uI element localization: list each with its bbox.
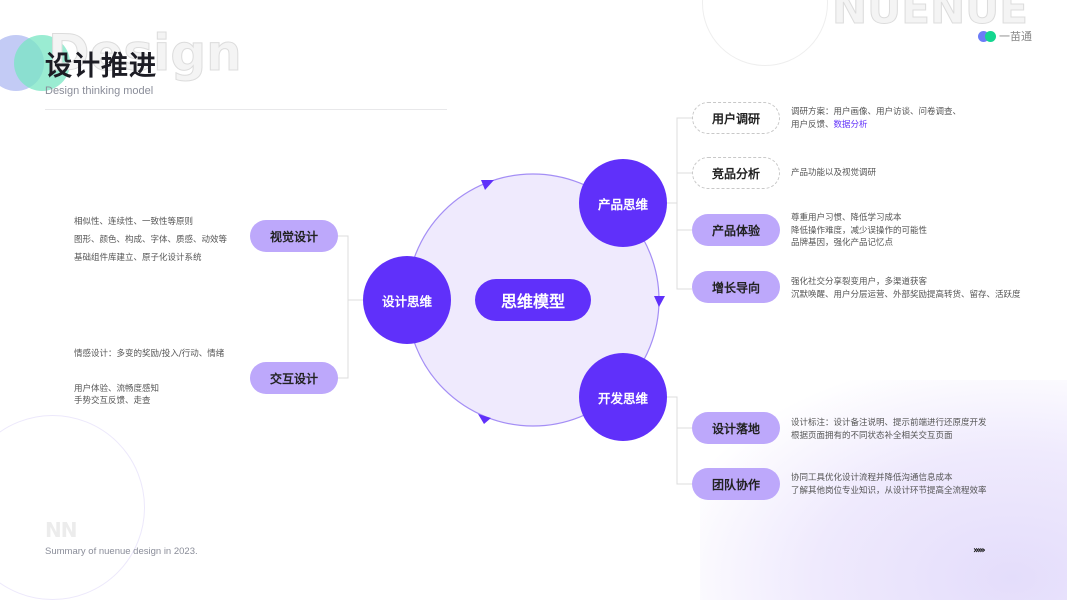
- desc-line: 调研方案：用户画像、用户访谈、问卷调查、: [791, 107, 962, 117]
- team-collab-desc: 协同工具优化设计流程并降低沟通信息成本 了解其他岗位专业知识，从设计环节提高全流…: [791, 472, 987, 497]
- logo-dot-icon: [978, 30, 989, 42]
- logo-text: 一苗通: [999, 30, 1032, 43]
- hub-product-circle: [579, 159, 667, 247]
- desc-line: 用户体验、流畅度感知: [74, 383, 160, 394]
- desc-line: 相似性、连续性、一致性等原则: [74, 217, 194, 227]
- footer-mark: NN: [45, 518, 78, 542]
- node-user-research[interactable]: 用户调研: [692, 102, 780, 134]
- desc-line: 图形、颜色、构成、字体、质感、动效等: [74, 235, 228, 245]
- node-design-delivery[interactable]: 设计落地: [692, 412, 780, 444]
- desc-line: 了解其他岗位专业知识，从设计环节提高全流程效率: [791, 485, 987, 496]
- hub-product-label: 产品思维: [597, 196, 648, 212]
- desc-line: 协同工具优化设计流程并降低沟通信息成本: [791, 473, 953, 483]
- node-competitor-analysis[interactable]: 竞品分析: [692, 157, 780, 189]
- next-arrows-icon[interactable]: ›››››: [973, 545, 986, 556]
- design-delivery-desc: 设计标注：设计备注说明、提示前端进行还原度开发 根据页面拥有的不同状态补全相关交…: [791, 417, 987, 442]
- brand-watermark: NUENUE: [832, 0, 1029, 34]
- desc-line: 沉默唤醒、用户分层运营、外部奖励提高转货、留存、活跃度: [791, 289, 1021, 300]
- desc-line: 根据页面拥有的不同状态补全相关交互页面: [791, 430, 953, 441]
- footer-text: Summary of nuenue design in 2023.: [45, 546, 198, 557]
- interaction-design-desc: 情感设计：多变的奖励/投入/行动、情绪 用户体验、流畅度感知 手势交互反馈、走查: [74, 348, 224, 408]
- desc-line: 用户反馈、: [791, 119, 834, 130]
- desc-line: 情感设计：多变的奖励/投入/行动、情绪: [74, 349, 225, 359]
- desc-line: 尊重用户习惯、降低学习成本: [791, 213, 902, 223]
- user-research-desc: 调研方案：用户画像、用户访谈、问卷调查、 用户反馈、数据分析: [791, 106, 961, 131]
- dev-bracket: [667, 396, 692, 485]
- desc-line: 降低操作难度，减少误操作的可能性: [791, 225, 928, 236]
- hub-design-label: 设计思维: [381, 293, 432, 309]
- desc-line: 强化社交分享裂变用户，多渠道获客: [791, 277, 928, 287]
- arrow-icon: [481, 180, 494, 190]
- growth-desc: 强化社交分享裂变用户，多渠道获客 沉默唤醒、用户分层运营、外部奖励提高转货、留存…: [791, 276, 1021, 301]
- node-interaction-design[interactable]: 交互设计: [250, 362, 338, 394]
- divider: [45, 109, 447, 110]
- product-bracket: [667, 117, 692, 290]
- node-team-collab[interactable]: 团队协作: [692, 468, 780, 500]
- visual-design-desc: 相似性、连续性、一致性等原则 图形、颜色、构成、字体、质感、动效等 基础组件库建…: [74, 213, 227, 267]
- connectors: [338, 117, 692, 485]
- desc-line: 基础组件库建立、原子化设计系统: [74, 253, 202, 263]
- hub-dev-circle: [579, 353, 667, 441]
- left-bracket: [338, 235, 363, 379]
- node-product-experience[interactable]: 产品体验: [692, 214, 780, 246]
- center-pill: [475, 279, 591, 321]
- highlight-text: 数据分析: [833, 119, 868, 130]
- product-experience-desc: 尊重用户习惯、降低学习成本 降低操作难度，减少误操作的可能性 品牌基因，强化产品…: [791, 212, 927, 250]
- brand-logo: 一苗通: [978, 28, 1032, 44]
- hub-dev-label: 开发思维: [597, 390, 648, 406]
- center-label: 思维模型: [500, 292, 565, 311]
- desc-line: 品牌基因，强化产品记忆点: [791, 238, 894, 248]
- arrow-icon: [654, 296, 665, 307]
- desc-line: 手势交互反馈、走查: [74, 396, 151, 406]
- hub-design-circle: [363, 256, 451, 344]
- title-watermark: Design: [48, 24, 243, 83]
- node-visual-design[interactable]: 视觉设计: [250, 220, 338, 252]
- node-growth[interactable]: 增长导向: [692, 271, 780, 303]
- page-title: 设计推进: [45, 51, 157, 82]
- desc-line: 产品功能以及视觉调研: [791, 168, 877, 178]
- page-subtitle: Design thinking model: [45, 85, 154, 97]
- competitor-analysis-desc: 产品功能以及视觉调研: [791, 167, 876, 180]
- desc-line: 设计标注：设计备注说明、提示前端进行还原度开发: [791, 418, 987, 428]
- logo-dot-icon: [985, 30, 996, 42]
- decor-circle-green: [14, 35, 70, 91]
- arrow-icon: [478, 414, 491, 424]
